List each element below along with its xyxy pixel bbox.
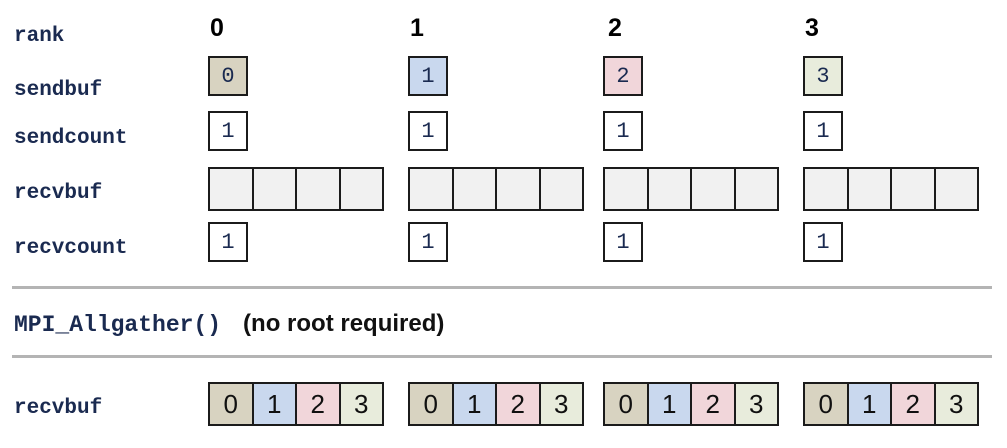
caption-note: (no root required): [243, 310, 445, 337]
sendbuf-cell: 3: [803, 56, 843, 96]
divider-bottom: [12, 355, 992, 358]
divider-top: [12, 286, 992, 289]
recvbuf-result-slot: 1: [848, 384, 892, 424]
recvbuf-empty-slot: [297, 169, 341, 209]
recvbuf-result-slot: 2: [892, 384, 936, 424]
row-label-sendcount: sendcount: [14, 127, 128, 150]
recvbuf-result-slot: 1: [648, 384, 692, 424]
sendbuf-cell: 2: [603, 56, 643, 96]
recvbuf-result-slot: 2: [497, 384, 541, 424]
row-label-sendbuf: sendbuf: [14, 79, 103, 102]
recvbuf-empty-slot: [410, 169, 454, 209]
recvbuf-before-strip: [208, 167, 384, 211]
recvbuf-result-slot: 1: [253, 384, 297, 424]
recvbuf-empty-slot: [453, 169, 497, 209]
recvbuf-result-slot: 2: [297, 384, 341, 424]
recvbuf-result-slot: 1: [453, 384, 497, 424]
recvbuf-empty-slot: [497, 169, 541, 209]
recvcount-cell: 1: [603, 222, 643, 262]
rank-header: 0: [210, 14, 224, 42]
recvbuf-empty-slot: [340, 169, 382, 209]
row-label-recvbuf: recvbuf: [14, 182, 103, 205]
sendbuf-cell: 1: [408, 56, 448, 96]
recvbuf-before-strip: [803, 167, 979, 211]
recvcount-cell: 1: [408, 222, 448, 262]
recvbuf-result-slot: 0: [210, 384, 254, 424]
recvbuf-before-strip: [603, 167, 779, 211]
row-label-rank: rank: [14, 25, 65, 48]
recvbuf-result-slot: 3: [540, 384, 582, 424]
recvbuf-result-slot: 0: [605, 384, 649, 424]
row-label-recvcount: recvcount: [14, 237, 128, 260]
recvbuf-empty-slot: [540, 169, 582, 209]
recvbuf-result-slot: 2: [692, 384, 736, 424]
recvbuf-empty-slot: [648, 169, 692, 209]
recvbuf-result-slot: 3: [735, 384, 777, 424]
recvbuf-result-slot: 3: [935, 384, 977, 424]
sendbuf-cell: 0: [208, 56, 248, 96]
sendcount-cell: 1: [603, 111, 643, 151]
recvbuf-empty-slot: [805, 169, 849, 209]
recvbuf-before-strip: [408, 167, 584, 211]
rank-header: 1: [410, 14, 424, 42]
sendcount-cell: 1: [803, 111, 843, 151]
sendcount-cell: 1: [408, 111, 448, 151]
recvbuf-empty-slot: [735, 169, 777, 209]
recvbuf-empty-slot: [605, 169, 649, 209]
function-name: MPI_Allgather(): [14, 312, 222, 338]
recvbuf-empty-slot: [692, 169, 736, 209]
recvbuf-result-slot: 3: [340, 384, 382, 424]
recvbuf-empty-slot: [210, 169, 254, 209]
recvcount-cell: 1: [208, 222, 248, 262]
recvbuf-empty-slot: [892, 169, 936, 209]
recvcount-cell: 1: [803, 222, 843, 262]
recvbuf-empty-slot: [935, 169, 977, 209]
recvbuf-result-slot: 0: [805, 384, 849, 424]
recvbuf-empty-slot: [253, 169, 297, 209]
caption: MPI_Allgather() (no root required): [14, 310, 444, 338]
recvbuf-result-slot: 0: [410, 384, 454, 424]
rank-header: 2: [608, 14, 622, 42]
row-label-result-recvbuf: recvbuf: [14, 397, 103, 420]
recvbuf-empty-slot: [848, 169, 892, 209]
rank-header: 3: [805, 14, 819, 42]
sendcount-cell: 1: [208, 111, 248, 151]
